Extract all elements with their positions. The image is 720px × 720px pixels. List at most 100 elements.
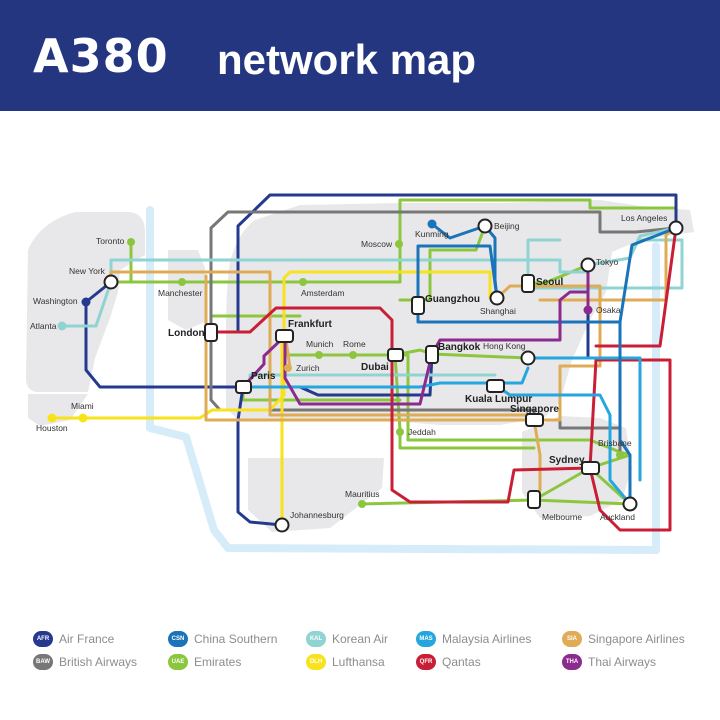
legend-badge: AFR xyxy=(33,631,53,647)
legend-item-malaysia-airlines: MAS Malaysia Airlines xyxy=(416,630,531,648)
hub-guangzhou[interactable] xyxy=(411,296,425,315)
label-rome: Rome xyxy=(343,339,366,349)
legend-item-emirates: UAE Emirates xyxy=(168,653,241,671)
label-jeddah: Jeddah xyxy=(408,427,436,437)
legend-label: Thai Airways xyxy=(588,655,657,669)
legend-label: Lufthansa xyxy=(332,655,385,669)
label-new-york: New York xyxy=(69,266,106,276)
route-segment xyxy=(84,280,245,389)
network-map: Toronto New York Washington Atlanta Miam… xyxy=(26,193,694,554)
station-zurich[interactable] xyxy=(284,364,292,372)
label-los-angeles: Los Angeles xyxy=(621,213,667,223)
hub-london[interactable] xyxy=(204,323,218,342)
station-atlanta[interactable] xyxy=(57,321,67,331)
legend-item-thai-airways: THA Thai Airways xyxy=(562,653,656,671)
station-munich[interactable] xyxy=(315,351,323,359)
hub-bangkok[interactable] xyxy=(425,345,439,364)
title-text: network map xyxy=(217,36,477,83)
label-mauritius: Mauritius xyxy=(345,489,379,499)
legend-badge: QFR xyxy=(416,654,436,670)
label-miami: Miami xyxy=(71,401,94,411)
legend-badge: BAW xyxy=(33,654,53,670)
legend-badge: UAE xyxy=(168,654,188,670)
label-munich: Munich xyxy=(306,339,334,349)
hub-sydney[interactable] xyxy=(581,461,600,475)
label-bangkok: Bangkok xyxy=(438,342,481,353)
legend-label: Air France xyxy=(59,632,115,646)
legend-badge: SIA xyxy=(562,631,582,647)
station-miami[interactable] xyxy=(78,413,88,423)
label-london: London xyxy=(168,328,205,339)
station-washington[interactable] xyxy=(81,297,91,307)
legend-item-qantas: QFR Qantas xyxy=(416,653,481,671)
stations xyxy=(47,218,684,533)
legend-label: Korean Air xyxy=(332,632,389,646)
station-auckland[interactable] xyxy=(622,496,638,512)
hub-seoul[interactable] xyxy=(521,274,535,293)
hub-dubai[interactable] xyxy=(387,348,404,362)
station-amsterdam[interactable] xyxy=(299,278,307,286)
label-kunming: Kunming xyxy=(415,229,449,239)
station-brisbane[interactable] xyxy=(616,451,624,459)
station-moscow[interactable] xyxy=(395,240,403,248)
legend-label: Malaysia Airlines xyxy=(442,632,532,646)
legend-badge: DLH xyxy=(306,654,326,670)
station-tokyo[interactable] xyxy=(580,257,596,273)
legend-label: Qantas xyxy=(442,655,481,669)
station-kunming[interactable] xyxy=(427,219,437,229)
hub-frankfurt[interactable] xyxy=(275,329,294,343)
hub-singapore[interactable] xyxy=(525,413,544,427)
landmass-eurasia xyxy=(226,200,694,425)
station-hong-kong[interactable] xyxy=(520,350,536,366)
city-labels: Toronto New York Washington Atlanta Miam… xyxy=(30,213,667,522)
hub-melbourne[interactable] xyxy=(527,490,541,509)
route-segment xyxy=(526,356,642,482)
station-beijing[interactable] xyxy=(477,218,493,234)
station-houston[interactable] xyxy=(47,413,57,423)
station-new-york[interactable] xyxy=(103,274,119,290)
route-segment xyxy=(393,353,536,450)
legend-label: Singapore Airlines xyxy=(588,632,685,646)
water-atlantic xyxy=(146,206,660,554)
legend-label: China Southern xyxy=(194,632,278,646)
label-amsterdam: Amsterdam xyxy=(301,288,344,298)
route-segment xyxy=(526,238,562,285)
station-mauritius[interactable] xyxy=(358,500,366,508)
header-banner: A380 network map xyxy=(0,0,720,111)
route-segment xyxy=(241,366,530,389)
route-segment xyxy=(209,210,678,334)
station-manchester[interactable] xyxy=(178,278,186,286)
station-rome[interactable] xyxy=(349,351,357,359)
label-frankfurt: Frankfurt xyxy=(288,319,333,330)
route-segment xyxy=(493,383,632,506)
route-segment xyxy=(495,284,602,422)
landmass-uk xyxy=(168,250,205,330)
legend-badge: THA xyxy=(562,654,582,670)
route-china-southern xyxy=(416,222,678,506)
route-segment xyxy=(416,244,499,307)
station-osaka[interactable] xyxy=(583,305,593,315)
label-brisbane: Brisbane xyxy=(598,438,632,448)
label-moscow: Moscow xyxy=(361,239,393,249)
hub-paris[interactable] xyxy=(235,380,252,394)
station-toronto[interactable] xyxy=(127,238,135,246)
station-shanghai[interactable] xyxy=(489,290,505,306)
station-johannesburg[interactable] xyxy=(274,517,290,533)
route-segment xyxy=(60,258,590,328)
legend: AFR Air France BAW British Airways CSN C… xyxy=(0,620,720,720)
route-segment xyxy=(586,226,678,267)
title-brand: A380 xyxy=(33,29,169,83)
label-beijing: Beijing xyxy=(494,221,520,231)
route-segment xyxy=(594,226,678,348)
station-jeddah[interactable] xyxy=(396,428,404,436)
legend-badge: MAS xyxy=(416,631,436,647)
label-toronto: Toronto xyxy=(96,236,125,246)
label-paris: Paris xyxy=(251,371,276,382)
legend-item-air-france: AFR Air France xyxy=(33,630,114,648)
legend-badge: CSN xyxy=(168,631,188,647)
legend-item-singapore-airlines: SIA Singapore Airlines xyxy=(562,630,685,648)
label-shanghai: Shanghai xyxy=(480,306,516,316)
hub-kuala-lumpur[interactable] xyxy=(486,379,505,393)
station-los-angeles[interactable] xyxy=(668,220,684,236)
legend-item-korean-air: KAL Korean Air xyxy=(306,630,388,648)
